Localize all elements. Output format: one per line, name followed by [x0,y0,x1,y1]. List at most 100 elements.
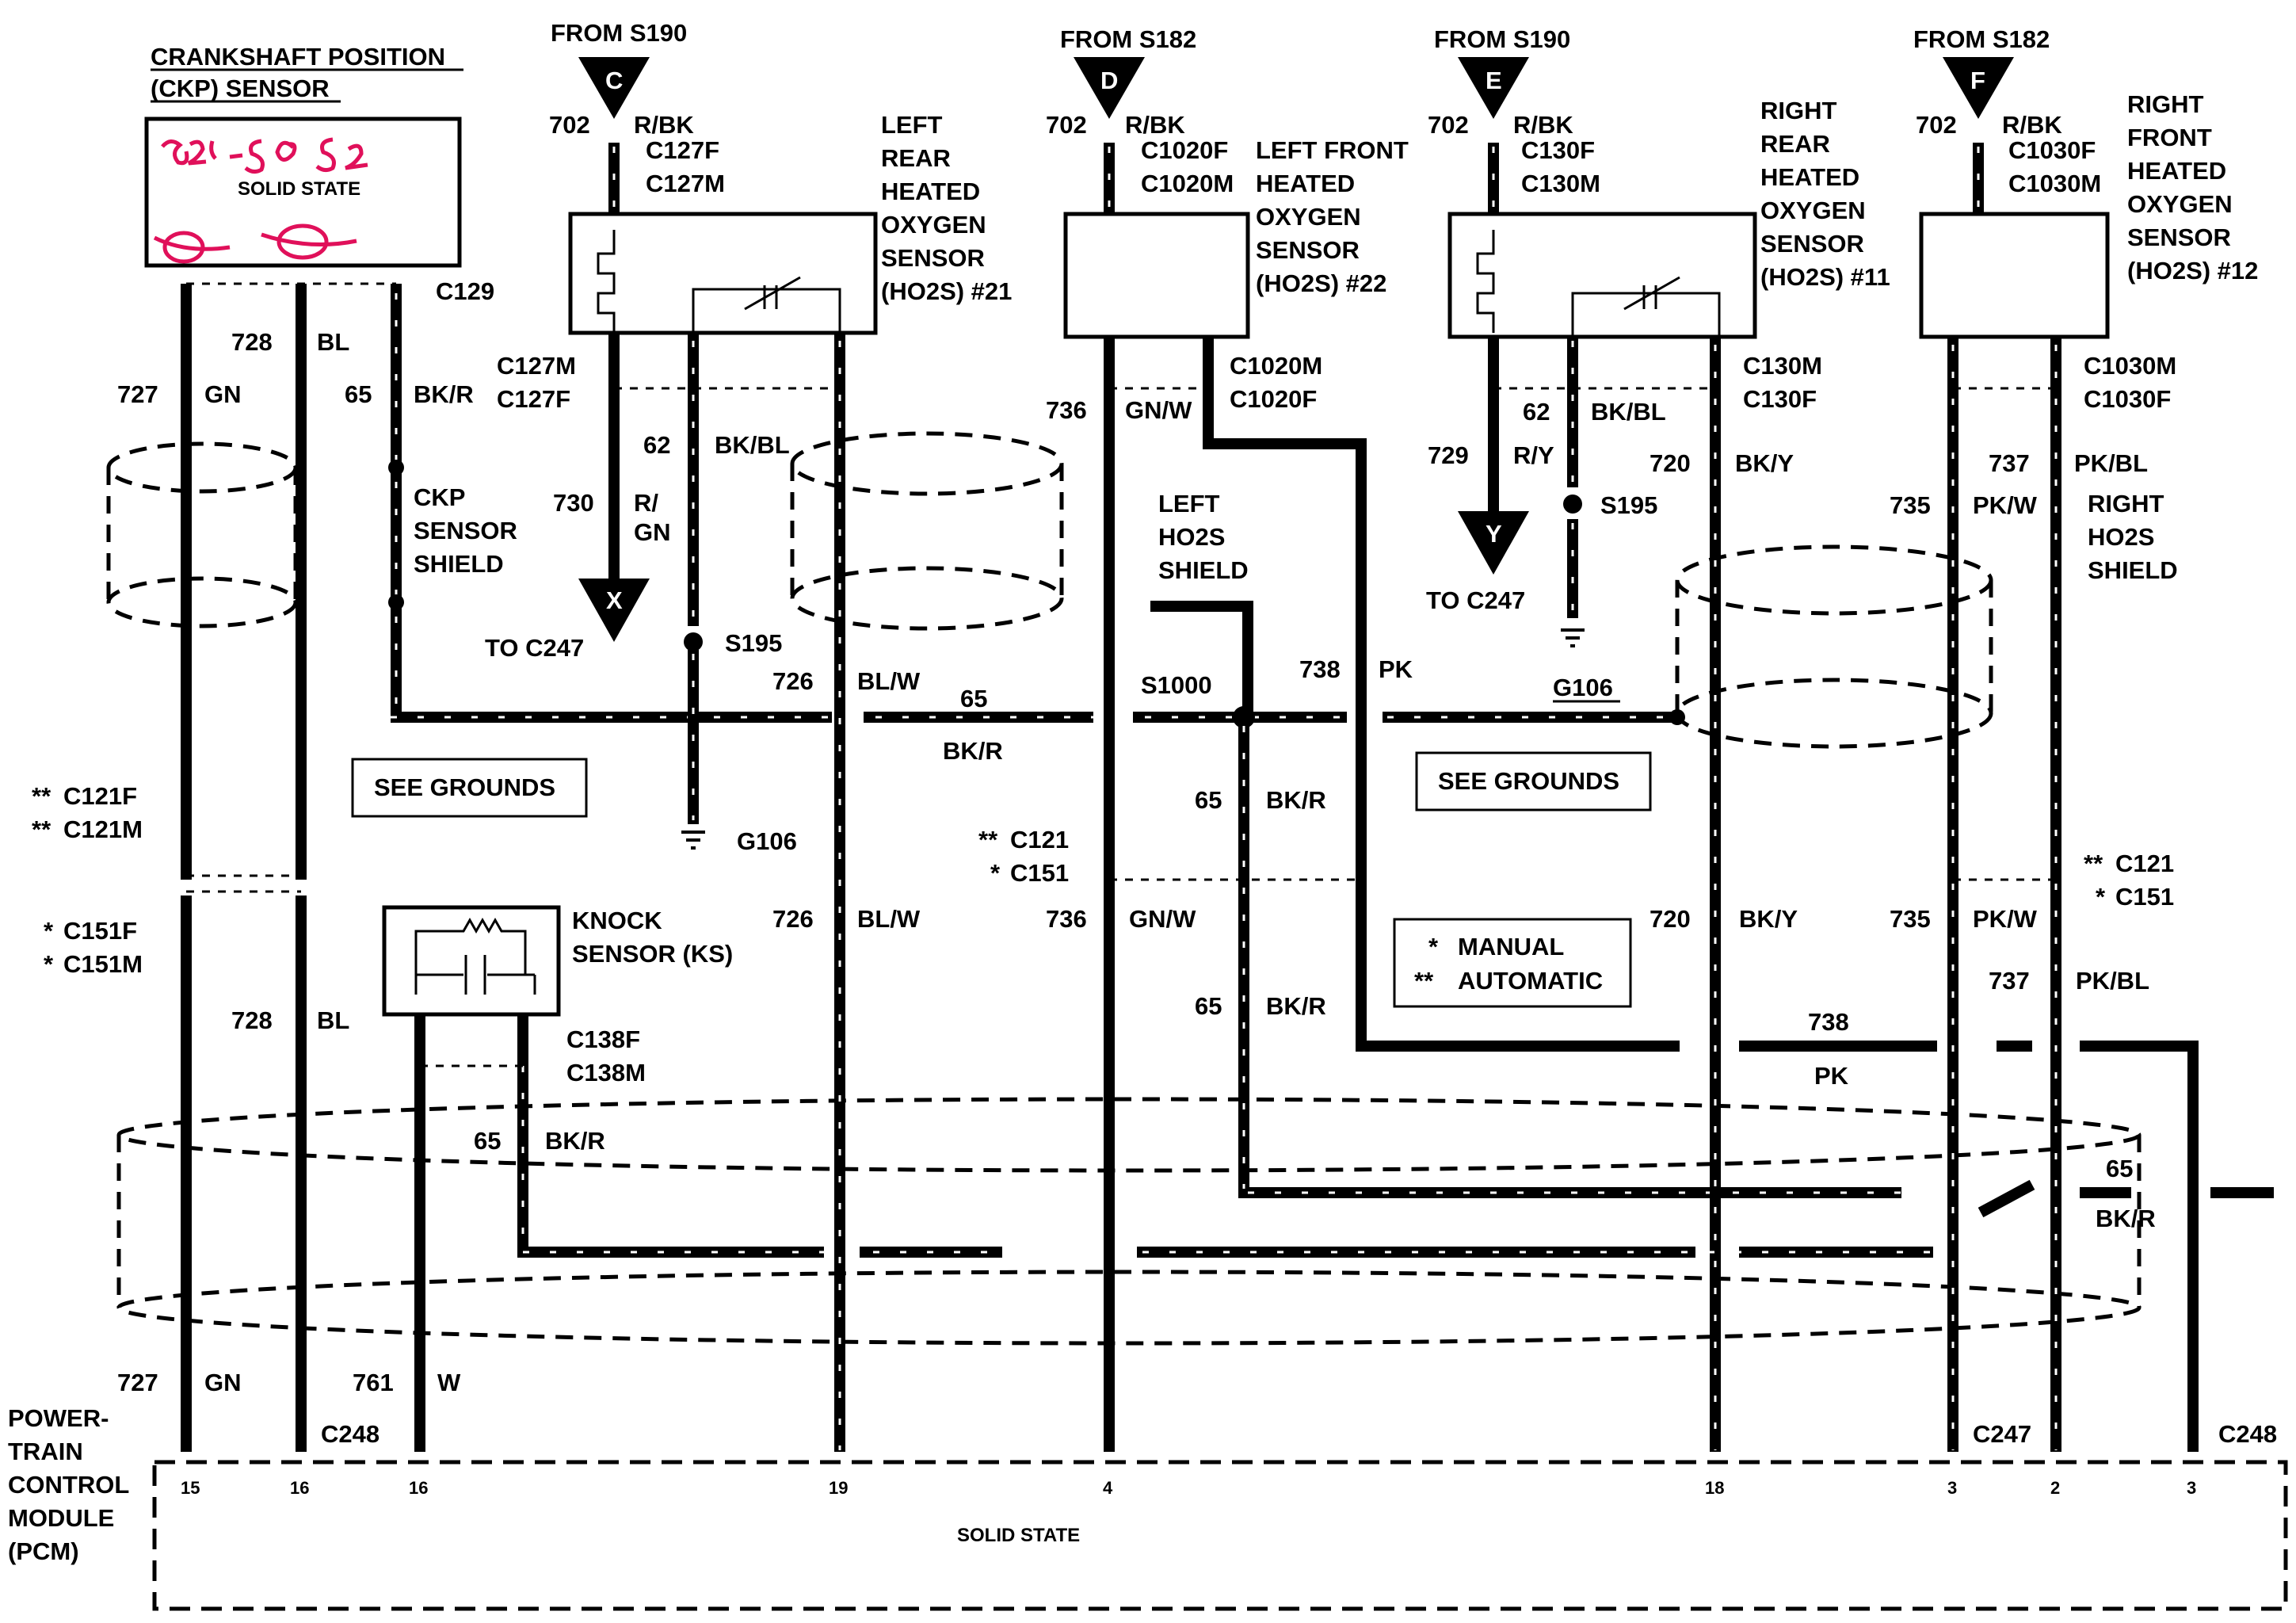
source-c-flag [578,57,650,119]
ckp-title-line1: CRANKSHAFT POSITION [151,43,445,71]
connector-c121-right-mark: ** [2084,850,2103,877]
dest-x-letter: X [606,586,623,614]
circuit-728: 728 [231,328,273,356]
circuit-738-lower: 738 [1808,1008,1849,1036]
circuit-62-right: 62 [1523,398,1550,426]
rr-ho2s-line2: REAR [1760,130,1830,158]
dest-y-flag [1458,511,1529,575]
circuit-726-lower: 726 [772,905,814,933]
circuit-761: 761 [353,1369,394,1396]
pcm-pin: 2 [2050,1478,2060,1498]
circuit-702-f: 702 [1916,111,1957,139]
circuit-720-lower-color: BK/Y [1739,905,1798,933]
circuit-736: 736 [1046,396,1087,424]
pcm-line1: POWER- [8,1404,109,1432]
rr-ho2s-heater-icon [1476,230,1495,333]
rf-ho2s-line3: HEATED [2127,157,2226,185]
ckp-title-line2: (CKP) SENSOR [151,74,330,102]
circuit-728-lower-color: BL [317,1006,349,1034]
splice-s195-right: S195 [1600,491,1657,519]
ground-symbol-right [1561,628,1585,647]
connector-c129: C129 [436,277,494,305]
lr-ho2s-line3: HEATED [881,178,980,205]
ground-symbol-left [681,831,705,850]
connector-c121f: C121F [63,782,137,810]
pcm-pin: 16 [290,1478,309,1498]
circuit-736-lower: 736 [1046,905,1087,933]
circuit-65-right: 65 [2106,1155,2133,1182]
lr-ho2s-box [568,212,878,335]
circuit-737-color: PK/BL [2074,449,2148,477]
circuit-735-color: PK/W [1973,491,2038,519]
connector-c151m-mark: * [44,950,54,978]
connector-c121m-mark: ** [32,815,51,843]
pcm-pin: 19 [829,1478,848,1498]
circuit-727-color: GN [204,380,242,408]
rr-ho2s-element-icon [1571,276,1721,337]
connector-c1020m: C1020M [1230,352,1322,380]
connector-c151f: C151F [63,917,137,945]
circuit-730-color-b: GN [634,518,671,546]
circuit-65-lower: 65 [1195,992,1222,1020]
circuit-761-color: W [437,1369,461,1396]
knock-sensor-line2: SENSOR (KS) [572,940,733,968]
lr-ho2s-line5: SENSOR [881,244,985,272]
rf-ho2s-line4: OXYGEN [2127,190,2233,218]
pcm-line4: MODULE [8,1504,114,1532]
circuit-738-lower-color: PK [1814,1062,1849,1090]
connector-c1030f: C1030F [2084,385,2171,413]
circuit-702-e: 702 [1428,111,1469,139]
circuit-65-ks-color: BK/R [545,1127,605,1155]
connector-c1020f: C1020F [1230,385,1317,413]
circuit-735: 735 [1890,491,1931,519]
left-shield-line2: HO2S [1158,523,1225,551]
see-grounds-left-box[interactable] [351,758,588,818]
pcm-line2: TRAIN [8,1438,83,1465]
lf-ho2s-line1: LEFT FRONT [1256,136,1409,164]
source-d-flag [1074,57,1145,119]
connector-c151-left: C151 [1010,859,1069,887]
circuit-62-right-color: BK/BL [1591,398,1666,426]
circuit-65-ckp-color: BK/R [414,380,474,408]
rr-ho2s-line1: RIGHT [1760,97,1837,124]
ckp-handwriting-annotation [153,137,368,264]
circuit-702-d: 702 [1046,111,1087,139]
connector-c151f-mark: * [44,917,54,945]
legend-box [1393,918,1632,1008]
connector-c248-right: C248 [2218,1420,2277,1448]
see-grounds-left[interactable]: SEE GROUNDS [374,773,555,801]
ckp-shield-line2: SENSOR [414,517,517,544]
connector-c130f: C130F [1743,385,1817,413]
circuit-726: 726 [772,667,814,695]
connector-c151-right: C151 [2115,883,2174,911]
circuit-65-ks: 65 [474,1127,501,1155]
connector-c151-left-mark: * [990,859,1001,887]
connector-c138f: C138F [566,1025,640,1053]
circuit-728-color: BL [317,328,349,356]
pcm-harness-shield-cylinder [116,1097,2142,1346]
see-grounds-right[interactable]: SEE GROUNDS [1438,767,1619,795]
source-c-letter: C [605,67,623,94]
legend-auto-mark: ** [1414,967,1434,995]
ckp-solid-state: SOLID STATE [238,178,360,200]
circuit-736-color: GN/W [1125,396,1192,424]
source-e-flag [1458,57,1529,119]
left-ho2s-shield-cylinder [790,431,1064,631]
see-grounds-right-box[interactable] [1415,751,1652,812]
circuit-727-lower-color: GN [204,1369,242,1396]
rr-ho2s-line5: SENSOR [1760,230,1864,258]
circuit-735-lower-color: PK/W [1973,905,2038,933]
circuit-720-lower: 720 [1650,905,1691,933]
circuit-735-lower: 735 [1890,905,1931,933]
connector-c138m: C138M [566,1059,646,1086]
lf-ho2s-box [1063,212,1250,339]
pcm-pin: 3 [1947,1478,1957,1498]
pcm-pin: 3 [2187,1478,2196,1498]
connector-c127m-top: C127M [646,170,725,197]
circuit-738-color: PK [1379,655,1413,683]
connector-c1020f-top: C1020F [1141,136,1228,164]
rf-ho2s-line2: FRONT [2127,124,2212,151]
connector-c130m-top: C130M [1521,170,1600,197]
connector-c121-left-mark: ** [978,826,998,854]
ckp-wires [181,282,402,1452]
